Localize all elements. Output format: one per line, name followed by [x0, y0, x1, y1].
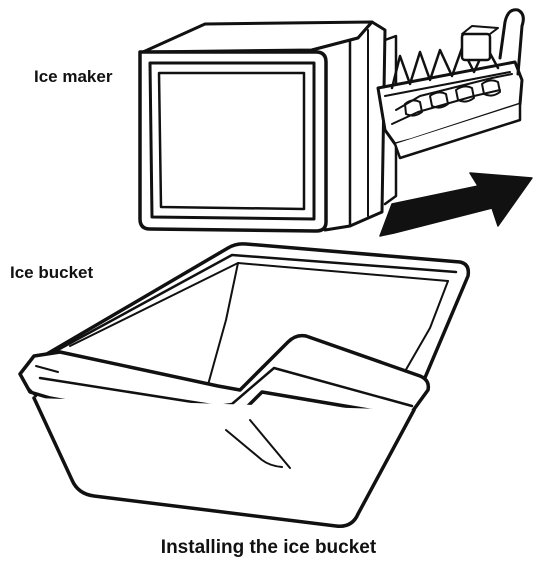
- ice-maker-label: Ice maker: [34, 67, 112, 87]
- ice-bucket: [20, 244, 468, 526]
- figure-caption: Installing the ice bucket: [0, 537, 537, 559]
- install-direction-arrow-icon: [380, 173, 532, 236]
- ice-bucket-label: Ice bucket: [10, 263, 93, 283]
